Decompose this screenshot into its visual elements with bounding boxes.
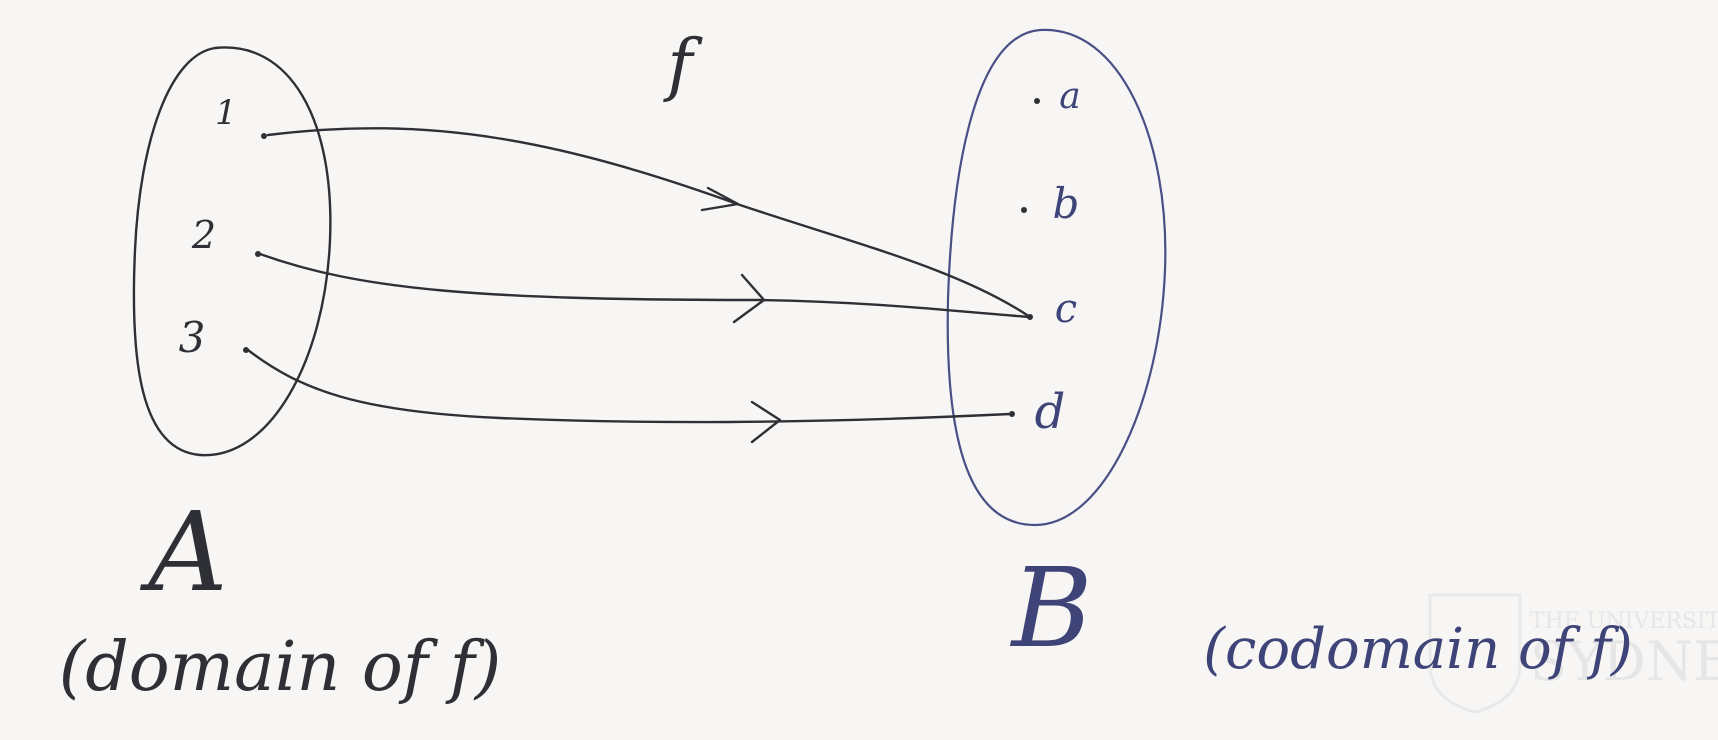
- domain-point-3: [243, 347, 249, 353]
- codomain-element-b: b: [1053, 179, 1080, 228]
- codomain-set-name: B: [1010, 544, 1093, 672]
- mapping-arrow-3-to-d: [246, 348, 1012, 444]
- domain-point-2: [255, 251, 261, 257]
- codomain-ellipse: [946, 28, 1167, 527]
- domain-element-1: 1: [215, 93, 237, 133]
- codomain-element-a: a: [1059, 76, 1080, 117]
- codomain-point-b: [1021, 207, 1027, 213]
- codomain-caption: (codomain of f): [1203, 617, 1633, 682]
- domain-element-2: 2: [191, 213, 216, 257]
- domain-set-name: A: [139, 488, 227, 616]
- codomain-element-c: c: [1055, 286, 1077, 332]
- university-crest-icon: [1428, 593, 1522, 714]
- codomain-point-d: [1009, 411, 1015, 417]
- watermark-line2: SYDNEY: [1530, 630, 1718, 693]
- function-name-label: f: [662, 26, 703, 105]
- university-watermark: THE UNIVERSITY OF SYDNEY: [1428, 593, 1718, 714]
- domain-point-1: [261, 133, 267, 139]
- watermark-line1: THE UNIVERSITY OF: [1530, 609, 1718, 634]
- codomain-point-a: [1034, 98, 1040, 104]
- domain-caption: (domain of f): [59, 628, 502, 707]
- domain-element-3: 3: [179, 313, 206, 362]
- codomain-element-d: d: [1035, 384, 1066, 440]
- mapping-arrow-2-to-c: [258, 252, 1032, 324]
- mapping-arrow-1-to-c: [266, 127, 1032, 319]
- domain-ellipse: [132, 46, 332, 457]
